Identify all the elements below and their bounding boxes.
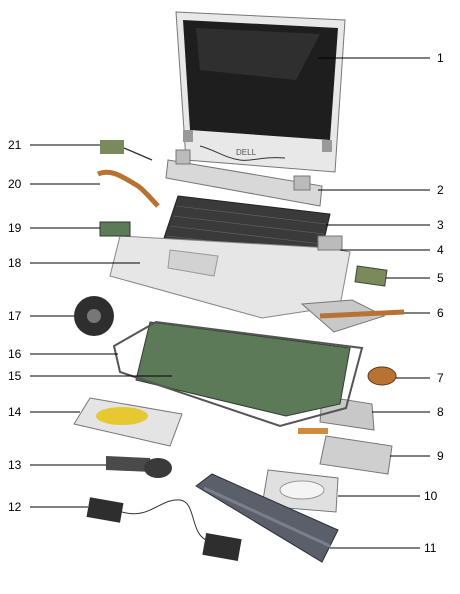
callout-5: 5: [437, 271, 444, 285]
cpu-fan: [367, 366, 397, 386]
wireless-card: [354, 265, 388, 287]
power-connector: [100, 140, 153, 161]
hinge-cover: [165, 149, 323, 207]
callout-7: 7: [437, 371, 444, 385]
speakers: [86, 497, 242, 561]
callout-20: 20: [8, 177, 22, 191]
callouts: 1 2 3 4 5 6 7 8 9 10 11 21 20 19 18 17: [8, 51, 444, 555]
callout-1: 1: [437, 51, 444, 65]
callout-15: 15: [8, 369, 22, 383]
callout-16: 16: [8, 347, 22, 361]
callout-11: 11: [424, 541, 437, 555]
callout-3: 3: [437, 218, 444, 232]
system-fan: [74, 296, 114, 336]
heat-pipe: [97, 169, 160, 208]
callout-12: 12: [8, 500, 22, 514]
card-assembly: [298, 428, 393, 475]
callout-18: 18: [8, 256, 22, 270]
callout-8: 8: [437, 405, 444, 419]
callout-9: 9: [437, 449, 444, 463]
callout-6: 6: [437, 306, 444, 320]
battery: [195, 473, 339, 563]
callout-4: 4: [437, 243, 444, 257]
callout-10: 10: [424, 489, 438, 503]
callout-17: 17: [8, 309, 22, 323]
callout-2: 2: [437, 183, 444, 197]
optical-drive: [73, 397, 183, 447]
hard-drive: [261, 469, 339, 513]
display-logo: DELL: [236, 148, 257, 157]
callout-13: 13: [8, 458, 22, 472]
heat-sink: [300, 299, 405, 333]
callout-21: 21: [8, 138, 22, 152]
video-heat-sink: [106, 456, 172, 478]
callout-14: 14: [8, 405, 22, 419]
callout-19: 19: [8, 221, 22, 235]
modem-card: [99, 221, 131, 237]
display-assembly: DELL: [175, 11, 346, 173]
base-assembly: [112, 320, 364, 428]
